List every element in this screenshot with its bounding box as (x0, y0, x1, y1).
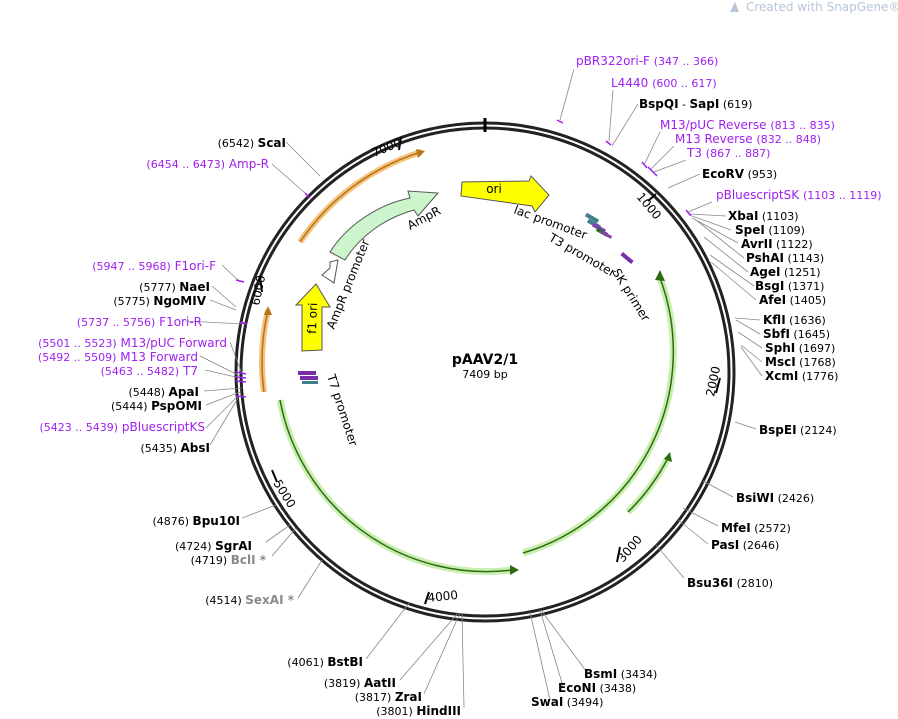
site-afei: AfeI (1405) (759, 293, 826, 307)
site-sexai: (4514) SexAI * (205, 593, 295, 607)
ori-label: ori (486, 182, 502, 196)
feature-m13puc-reverse: M13/pUC Reverse (813 .. 835) (660, 118, 835, 132)
site-bspqi: BspQI - SapI (619) (639, 97, 752, 111)
site-ngomiv: (5775) NgoMIV (113, 294, 206, 308)
site-bpu10i: (4876) Bpu10I (152, 514, 240, 528)
site-apai: (5448) ApaI (128, 385, 199, 399)
site-pasi: PasI (2646) (711, 538, 779, 552)
primer-markers (235, 119, 692, 398)
f1ori-feature: f1 ori (294, 283, 331, 352)
site-bstbi: (4061) BstBI (287, 655, 363, 669)
site-xbai: XbaI (1103) (728, 209, 798, 223)
primer-labels: pBR322ori-F (347 .. 366) L4440 (600 .. 6… (38, 54, 882, 434)
site-hindiii: (3801) HindIII (376, 704, 461, 718)
site-kfli: KflI (1636) (763, 313, 826, 327)
feature-m13-forward: (5492 .. 5509) M13 Forward (38, 350, 198, 364)
sk-primer-label: SK primer (609, 266, 652, 324)
green-arc-large (276, 399, 519, 576)
feature-m13-reverse: M13 Reverse (832 .. 848) (675, 132, 821, 146)
feature-amp-r: (6454 .. 6473) Amp-R (146, 157, 269, 171)
site-bspei: BspEI (2124) (759, 423, 837, 437)
site-absi: (5435) AbsI (140, 441, 210, 455)
site-spei: SpeI (1109) (735, 223, 805, 237)
green-arc-small (625, 452, 672, 515)
scale-ticks (259, 136, 721, 605)
snapgene-logo-icon (730, 2, 739, 12)
f1ori-label: f1 ori (305, 302, 320, 334)
feature-pbr322ori-f: pBR322ori-F (347 .. 366) (576, 54, 718, 68)
site-bsu36i: Bsu36I (2810) (687, 576, 773, 590)
plasmid-name: pAAV2/1 (452, 352, 518, 368)
site-agei: AgeI (1251) (750, 265, 821, 279)
tick-6000: 6000 (248, 274, 268, 307)
site-econi: EcoNI (3438) (558, 681, 636, 695)
site-naei: (5777) NaeI (139, 280, 210, 294)
site-xcmi: XcmI (1776) (765, 369, 838, 383)
site-pshai: PshAI (1143) (746, 251, 824, 265)
site-bsgi: BsgI (1371) (755, 279, 824, 293)
t7-promoter-label: T7 promoter (324, 372, 361, 448)
ampr-feature: AmpR (329, 190, 443, 261)
site-scai: (6542) ScaI (218, 136, 286, 150)
ori-feature: ori (460, 175, 550, 213)
tick-2000: 2000 (703, 365, 723, 398)
feature-t7: (5463 .. 5482) T7 (101, 364, 198, 378)
feature-f1ori-f: (5947 .. 5968) F1ori-F (92, 259, 216, 273)
site-bsmi: BsmI (3434) (584, 667, 657, 681)
leader-lines (184, 68, 763, 709)
feature-l4440: L4440 (600 .. 617) (611, 76, 717, 90)
site-mfei: MfeI (2572) (721, 521, 791, 535)
enzyme-labels: BspQI - SapI (619) EcoRV (953) XbaI (110… (111, 97, 838, 718)
mcs-right-marks (584, 212, 634, 265)
mcs-left-marks (298, 371, 318, 384)
feature-pbluescriptsk: pBluescriptSK (1103 .. 1119) (716, 188, 882, 202)
site-sbfi: SbfI (1645) (763, 327, 830, 341)
feature-pbluescriptks: (5423 .. 5439) pBluescriptKS (40, 420, 206, 434)
tick-7000: 7000 (370, 135, 404, 159)
site-aatii: (3819) AatII (324, 676, 396, 690)
plasmid-length: 7409 bp (462, 368, 507, 381)
site-msci: MscI (1768) (765, 355, 836, 369)
ampr-promoter-arrow (321, 259, 339, 284)
site-ecorv: EcoRV (953) (702, 167, 777, 181)
site-swai: SwaI (3494) (531, 695, 603, 709)
site-bcli: (4719) BclI * (191, 553, 267, 567)
feature-t3: T3 (867 .. 887) (686, 146, 770, 160)
tick-4000: 4000 (427, 588, 459, 605)
site-bsiwi: BsiWI (2426) (736, 491, 814, 505)
site-pspomi: (5444) PspOMI (111, 399, 202, 413)
feature-m13puc-forward: (5501 .. 5523) M13/pUC Forward (38, 336, 227, 350)
site-sphi: SphI (1697) (765, 341, 835, 355)
feature-f1ori-r: (5737 .. 5756) F1ori-R (77, 315, 202, 329)
site-zrai: (3817) ZraI (355, 690, 422, 704)
site-sgrai: (4724) SgrAI (175, 539, 252, 553)
watermark-text: Created with SnapGene® (746, 0, 898, 14)
green-arc-right (522, 270, 677, 557)
site-avrii: AvrII (1122) (741, 237, 813, 251)
